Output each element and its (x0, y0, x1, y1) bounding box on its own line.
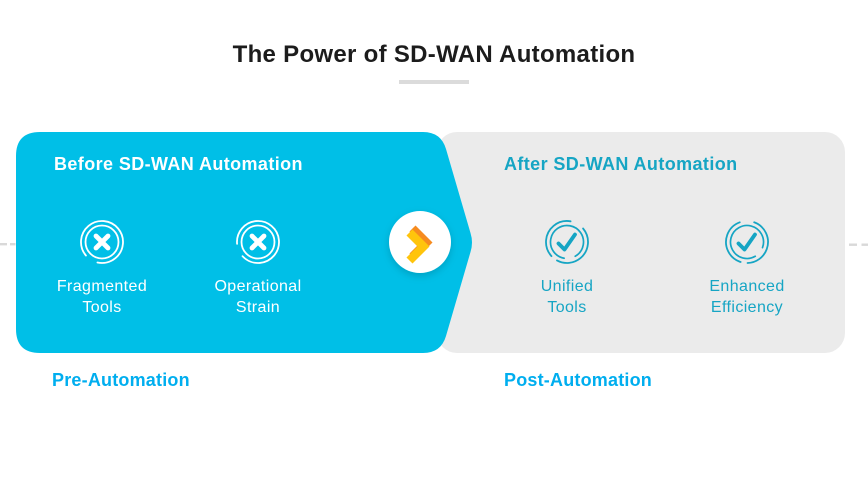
after-item-unified-tools: Unified Tools (492, 219, 642, 318)
x-circle-icon (80, 220, 124, 264)
left-edge-dashes (0, 243, 16, 246)
right-edge-dashes (849, 243, 868, 246)
after-panel-shape (437, 132, 845, 353)
page-title: The Power of SD-WAN Automation (232, 41, 636, 68)
item-label: Unified Tools (540, 278, 594, 316)
x-circle-icon (236, 220, 280, 264)
before-panel-heading: Before SD-WAN Automation (54, 154, 303, 174)
pre-automation-caption: Pre-Automation (52, 370, 190, 390)
title-underline (399, 80, 469, 84)
before-item-fragmented-tools: Fragmented Tools (27, 219, 177, 318)
after-panel-heading: After SD-WAN Automation (504, 154, 738, 174)
item-label: Operational Strain (214, 278, 302, 316)
after-item-enhanced-efficiency: Enhanced Efficiency (672, 219, 822, 318)
before-item-operational-strain: Operational Strain (183, 219, 333, 318)
item-label: Enhanced Efficiency (709, 278, 785, 316)
check-circle-icon (725, 220, 769, 264)
post-automation-caption: Post-Automation (504, 370, 652, 390)
double-chevron-right-icon (389, 211, 451, 273)
item-label: Fragmented Tools (56, 278, 148, 316)
check-circle-icon (545, 220, 589, 264)
before-panel-shape (16, 132, 472, 353)
